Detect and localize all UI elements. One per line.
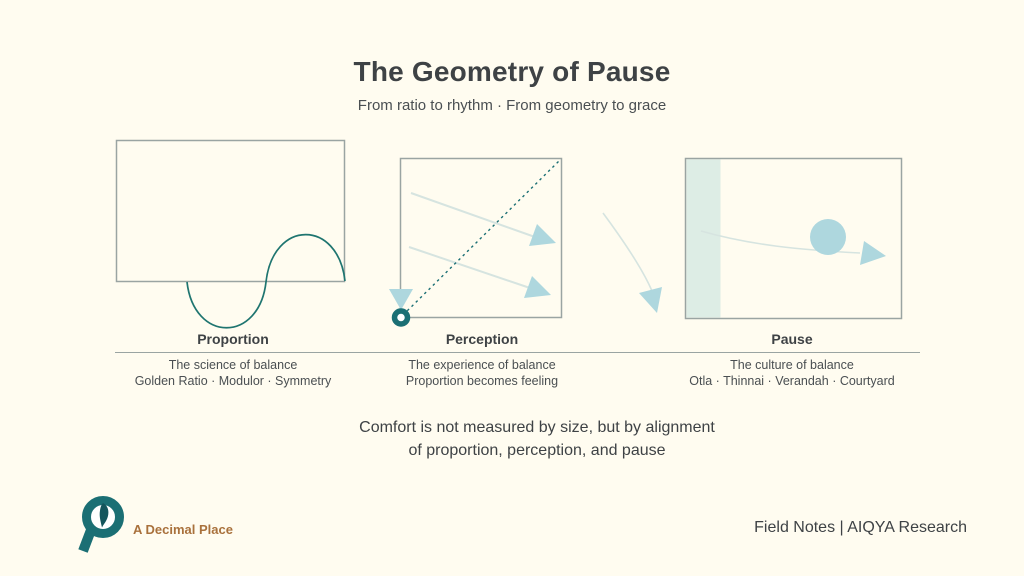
footer-credit: Field Notes | AIQYA Research: [754, 519, 967, 536]
arrow-right-icon: [529, 224, 556, 246]
page-title: The Geometry of Pause: [353, 56, 671, 87]
logo-tail: [78, 528, 96, 553]
closing-quote: Comfort is not measured by size, but by …: [50, 416, 1024, 462]
pause-rectangle: [684, 157, 903, 320]
column-desc-pause: The culture of balance Otla · Thinnai · …: [667, 357, 917, 389]
perception-square: [399, 157, 563, 319]
transition-arrow: [602, 212, 662, 313]
eye-point-icon: [391, 308, 411, 327]
page-subtitle: From ratio to rhythm · From geometry to …: [357, 97, 667, 114]
arrow-down-icon: [389, 289, 413, 310]
drift-curve: [700, 230, 861, 254]
brand-name: A Decimal Place: [133, 522, 233, 537]
gaze-line-lower: [408, 246, 531, 289]
arrow-right-icon: [524, 276, 551, 298]
desc-line: The science of balance: [168, 358, 298, 372]
label-divider: [115, 352, 920, 353]
quote-line: Comfort is not measured by size, but by …: [359, 419, 715, 436]
sine-curve-icon: [186, 233, 346, 329]
desc-line: Proportion becomes feeling: [405, 374, 559, 388]
column-label-proportion: Proportion: [197, 331, 269, 347]
arrow-down-icon: [639, 287, 662, 313]
gaze-line-upper: [410, 192, 536, 238]
perception-diagram: [389, 157, 563, 327]
diagonal-dashed-line: [402, 159, 561, 316]
threshold-band: [686, 159, 721, 318]
column-label-pause: Pause: [771, 331, 813, 347]
falling-curve: [602, 212, 653, 292]
pause-diagram: [684, 157, 903, 320]
desc-line: The culture of balance: [730, 358, 854, 372]
column-desc-proportion: The science of balance Golden Ratio · Mo…: [118, 357, 348, 389]
quote-line: of proportion, perception, and pause: [408, 442, 666, 459]
logo-leaf: [99, 503, 109, 528]
desc-line: Otla · Thinnai · Verandah · Courtyard: [689, 374, 895, 388]
arrow-right-icon: [860, 241, 886, 265]
column-label-perception: Perception: [445, 331, 519, 347]
desc-line: Golden Ratio · Modulor · Symmetry: [134, 374, 332, 388]
q-magnifier-logo-icon: [78, 496, 124, 553]
proportion-rectangle: [115, 139, 346, 283]
proportion-diagram: [115, 139, 346, 329]
column-desc-perception: The experience of balance Proportion bec…: [372, 357, 592, 389]
pause-dot: [810, 219, 846, 255]
desc-line: The experience of balance: [408, 358, 556, 372]
